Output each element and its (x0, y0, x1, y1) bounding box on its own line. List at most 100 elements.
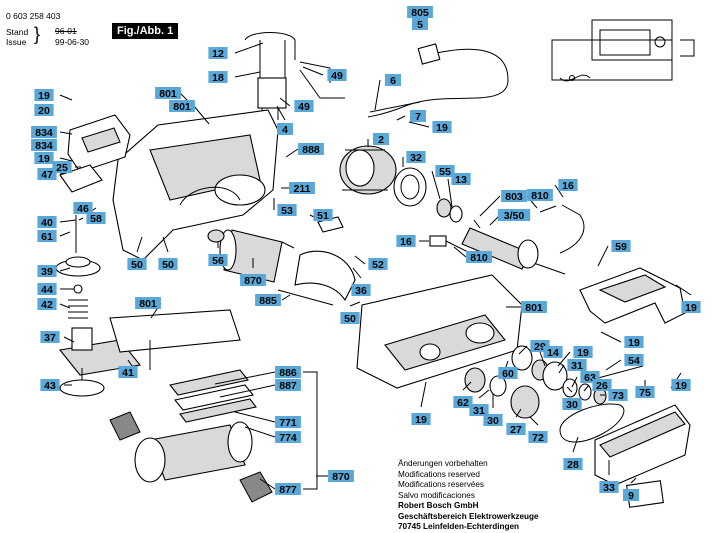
svg-text:19: 19 (577, 347, 589, 359)
issue-label: Issue (6, 37, 27, 47)
callout-2: 2 (373, 133, 389, 146)
svg-text:834: 834 (35, 127, 53, 139)
svg-text:37: 37 (44, 332, 56, 344)
callout-36: 36 (351, 284, 371, 297)
callout-7: 7 (410, 110, 426, 123)
svg-text:54: 54 (628, 355, 640, 367)
note-line: Änderungen vorbehalten (398, 459, 488, 468)
callout-73: 73 (608, 389, 628, 402)
svg-text:31: 31 (473, 405, 485, 417)
svg-text:31: 31 (571, 360, 583, 372)
callout-50: 50 (158, 258, 178, 271)
callout-41: 41 (118, 366, 138, 379)
callout-13: 13 (451, 173, 471, 186)
svg-text:801: 801 (159, 88, 177, 100)
svg-text:810: 810 (531, 190, 549, 202)
svg-text:6: 6 (390, 75, 396, 87)
callout-19: 19 (624, 336, 644, 349)
callout-805: 805 (407, 6, 433, 19)
svg-text:19: 19 (628, 337, 640, 349)
svg-text:28: 28 (567, 459, 579, 471)
svg-text:805: 805 (411, 7, 429, 19)
sole-plate (109, 309, 241, 353)
callout-72: 72 (528, 431, 548, 444)
svg-text:19: 19 (38, 153, 50, 165)
svg-text:49: 49 (298, 101, 310, 113)
bearing (436, 198, 452, 218)
callout-49: 49 (294, 100, 314, 113)
callout-27: 27 (506, 423, 526, 436)
notes-block: Änderungen vorbehalten Modifications res… (398, 459, 539, 533)
callout-19: 19 (432, 121, 452, 134)
callout-877: 877 (275, 483, 301, 496)
callout-19: 19 (411, 413, 431, 426)
svg-text:888: 888 (302, 144, 320, 156)
callout-12: 12 (208, 47, 228, 60)
svg-text:834: 834 (35, 140, 53, 152)
svg-text:50: 50 (162, 259, 174, 271)
svg-text:32: 32 (410, 152, 422, 164)
wiring-schematic (551, 19, 695, 82)
callout-31: 31 (469, 404, 489, 417)
callout-3-50: 3/50 (497, 209, 531, 222)
field-coil (339, 145, 397, 195)
figure-label: Fig./Abb. 1 (112, 23, 179, 39)
svg-text:887: 887 (279, 380, 297, 392)
svg-text:44: 44 (41, 284, 53, 296)
svg-text:211: 211 (294, 183, 311, 195)
svg-text:774: 774 (279, 432, 297, 444)
callout-6: 6 (385, 74, 401, 87)
callout-834: 834 (31, 126, 57, 139)
power-cord (367, 43, 509, 118)
svg-text:810: 810 (470, 252, 488, 264)
svg-text:19: 19 (415, 414, 427, 426)
svg-text:885: 885 (259, 295, 277, 307)
depth-adjust-knob (55, 215, 101, 319)
svg-text:60: 60 (502, 368, 514, 380)
svg-text:771: 771 (279, 417, 297, 429)
svg-text:16: 16 (562, 180, 574, 192)
callout-5: 5 (412, 18, 428, 31)
callout-870: 870 (328, 470, 354, 483)
svg-text:50: 50 (344, 313, 356, 325)
armature-803 (461, 219, 566, 275)
callout-55: 55 (435, 165, 455, 178)
svg-text:16: 16 (400, 236, 412, 248)
svg-text:30: 30 (487, 415, 499, 427)
callout-211: 211 (289, 182, 315, 195)
svg-text:803: 803 (505, 191, 523, 203)
svg-text:3/50: 3/50 (504, 210, 525, 222)
blade-assembly (109, 369, 273, 503)
wrench-54 (597, 365, 644, 379)
callout-44: 44 (37, 283, 57, 296)
callout-53: 53 (277, 204, 297, 217)
note-line: Modifications reserved (398, 469, 480, 479)
old-code: 96-01 (55, 26, 77, 36)
callout-834: 834 (31, 139, 57, 152)
svg-text:33: 33 (603, 482, 615, 494)
svg-text:43: 43 (44, 380, 56, 392)
callout-810: 810 (466, 251, 492, 264)
svg-text:73: 73 (612, 390, 624, 402)
callout-870: 870 (240, 274, 266, 287)
callout-75: 75 (635, 386, 655, 399)
callout-9: 9 (623, 489, 639, 502)
svg-text:801: 801 (139, 298, 157, 310)
svg-text:52: 52 (372, 259, 384, 271)
svg-text:801: 801 (173, 101, 191, 113)
callout-14: 14 (543, 346, 563, 359)
svg-text:46: 46 (77, 203, 89, 215)
brush-holder (429, 235, 447, 247)
bracket: } (34, 24, 41, 44)
bearing-56 (207, 229, 225, 243)
stand-label: Stand (6, 27, 29, 37)
part-number: 0 603 258 403 (6, 11, 61, 21)
callout-33: 33 (599, 481, 619, 494)
svg-text:58: 58 (90, 213, 102, 225)
callout-26: 26 (592, 379, 612, 392)
svg-text:870: 870 (244, 275, 262, 287)
svg-text:53: 53 (281, 205, 293, 217)
company-line: Robert Bosch GmbH (398, 501, 479, 510)
svg-text:877: 877 (279, 484, 297, 496)
